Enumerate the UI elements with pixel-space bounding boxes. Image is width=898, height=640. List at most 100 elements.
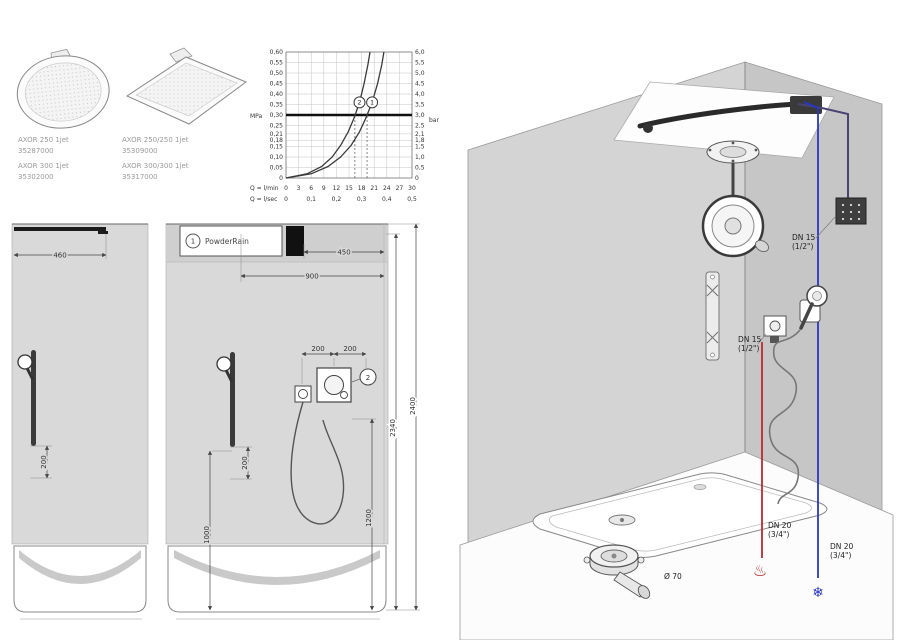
svg-text:30: 30 bbox=[408, 185, 416, 192]
product-sku-4: 35317000 bbox=[122, 173, 158, 181]
svg-text:15: 15 bbox=[345, 185, 353, 192]
svg-text:0,5: 0,5 bbox=[415, 165, 425, 172]
callout-1-badge bbox=[185, 233, 201, 249]
callout-2-badge bbox=[359, 368, 377, 386]
label-dn20-cold-line1: DN 20 bbox=[830, 542, 854, 551]
svg-text:0,60: 0,60 bbox=[270, 49, 284, 56]
wall-elbow-outlet bbox=[763, 315, 787, 343]
shower-hose bbox=[290, 401, 345, 525]
dim-200b: 200 bbox=[343, 345, 356, 353]
dim-1000: 1000 bbox=[203, 526, 211, 544]
mounting-rail bbox=[705, 271, 720, 361]
svg-text:0,3: 0,3 bbox=[357, 196, 367, 203]
ceiling-showerhead bbox=[286, 226, 304, 256]
slide-bar bbox=[17, 350, 36, 446]
svg-text:1,5: 1,5 bbox=[415, 144, 425, 151]
svg-text:0,50: 0,50 bbox=[270, 70, 284, 77]
svg-text:12: 12 bbox=[333, 185, 341, 192]
perspective-view: DN 15 (1/2") DN 15 (1/2") DN 20 (3/4") D… bbox=[459, 61, 894, 640]
chart-series-marker-2: 2 bbox=[353, 96, 366, 109]
svg-text:0,05: 0,05 bbox=[270, 165, 284, 172]
svg-text:2,5: 2,5 bbox=[415, 123, 425, 130]
chart-series-2 bbox=[285, 51, 371, 179]
callout-2: 2 bbox=[366, 374, 370, 382]
svg-text:2,1: 2,1 bbox=[415, 131, 425, 138]
svg-text:5,0: 5,0 bbox=[415, 70, 425, 77]
product-name-4: AXOR 300/300 1jet bbox=[122, 162, 189, 170]
cold-water-icon: ❄ bbox=[812, 585, 824, 601]
svg-text:0: 0 bbox=[415, 175, 419, 182]
svg-text:0: 0 bbox=[284, 196, 288, 203]
svg-text:6: 6 bbox=[309, 185, 313, 192]
svg-text:21: 21 bbox=[370, 185, 378, 192]
label-dn20-hot-line1: DN 20 bbox=[768, 521, 792, 530]
label-dn15-top-line2: (1/2") bbox=[792, 242, 813, 251]
svg-text:1,0: 1,0 bbox=[415, 154, 425, 161]
svg-text:5,5: 5,5 bbox=[415, 60, 425, 67]
svg-text:Q = l/sec: Q = l/sec bbox=[250, 196, 277, 203]
hot-water-icon: ♨ bbox=[753, 561, 767, 580]
dim-2400: 2400 bbox=[409, 397, 417, 415]
hand-shower-hose bbox=[768, 329, 801, 505]
svg-text:0,21: 0,21 bbox=[270, 131, 284, 138]
svg-text:3,0: 3,0 bbox=[415, 112, 425, 119]
svg-text:0,40: 0,40 bbox=[270, 91, 284, 98]
wall bbox=[165, 223, 389, 545]
callout-1: 1 bbox=[191, 238, 195, 246]
tub-basin bbox=[532, 472, 828, 559]
svg-text:0,15: 0,15 bbox=[270, 144, 284, 151]
svg-text:2: 2 bbox=[357, 99, 361, 107]
dim-460: 460 bbox=[53, 252, 66, 260]
svg-text:0: 0 bbox=[284, 185, 288, 192]
svg-text:27: 27 bbox=[396, 185, 404, 192]
svg-text:18: 18 bbox=[358, 185, 366, 192]
product-name-3: AXOR 250/250 1jet bbox=[122, 136, 189, 144]
svg-text:0: 0 bbox=[279, 175, 283, 182]
svg-text:0,25: 0,25 bbox=[270, 123, 284, 130]
hand-shower-icon bbox=[17, 354, 33, 370]
round-thermostat bbox=[701, 194, 770, 258]
label-dn20-cold-line2: (3/4") bbox=[830, 551, 851, 560]
thermostat-valve: 2 bbox=[294, 367, 377, 403]
svg-text:0,10: 0,10 bbox=[270, 154, 284, 161]
elevation-left-panel: 460 200 bbox=[11, 223, 149, 620]
svg-text:0,18: 0,18 bbox=[270, 137, 284, 144]
svg-text:1: 1 bbox=[370, 99, 374, 107]
product-illustrations: AXOR 250 1jet 35287000 AXOR 300 1jet 353… bbox=[16, 47, 248, 181]
chart-series-marker-1: 1 bbox=[366, 96, 379, 109]
dim-200a: 200 bbox=[311, 345, 324, 353]
dim-200-main-bar: 200 bbox=[241, 456, 249, 469]
dim-1200: 1200 bbox=[365, 509, 373, 527]
svg-text:0,55: 0,55 bbox=[270, 60, 284, 67]
square-showerhead-icon bbox=[125, 47, 248, 125]
product-sku-3: 35309000 bbox=[122, 147, 158, 155]
product-name-2: AXOR 300 1jet bbox=[18, 162, 69, 170]
label-dn15-top-line1: DN 15 bbox=[792, 233, 816, 242]
dim-200-left-bar: 200 bbox=[40, 455, 48, 468]
svg-text:9: 9 bbox=[322, 185, 326, 192]
svg-text:0,4: 0,4 bbox=[382, 196, 392, 203]
drain-fitting bbox=[583, 544, 651, 599]
svg-text:1,8: 1,8 bbox=[415, 137, 425, 144]
svg-text:24: 24 bbox=[383, 185, 391, 192]
elevation-main-panel: 1 PowderRain 450 900 2 200 200 bbox=[165, 223, 420, 620]
wall-outlet-square bbox=[835, 197, 867, 225]
ceiling-arm bbox=[14, 227, 106, 231]
powderrain-label: PowderRain bbox=[205, 237, 249, 246]
product-sku-2: 35302000 bbox=[18, 173, 54, 181]
supply-pipe bbox=[797, 103, 849, 200]
powderrain-module: 1 PowderRain bbox=[179, 225, 304, 257]
chart-guide-lines bbox=[354, 115, 368, 178]
svg-text:MPa: MPa bbox=[250, 113, 263, 120]
label-dn20-hot-line2: (3/4") bbox=[768, 530, 789, 539]
label-drain-diameter: Ø 70 bbox=[664, 572, 682, 581]
svg-text:0,1: 0,1 bbox=[306, 196, 316, 203]
hand-shower-holder bbox=[799, 285, 828, 330]
label-dn15-mid-line1: DN 15 bbox=[738, 335, 762, 344]
svg-text:4,0: 4,0 bbox=[415, 91, 425, 98]
label-dn15-mid-line2: (1/2") bbox=[738, 344, 759, 353]
svg-text:0,45: 0,45 bbox=[270, 81, 284, 88]
dim-450: 450 bbox=[337, 249, 350, 257]
